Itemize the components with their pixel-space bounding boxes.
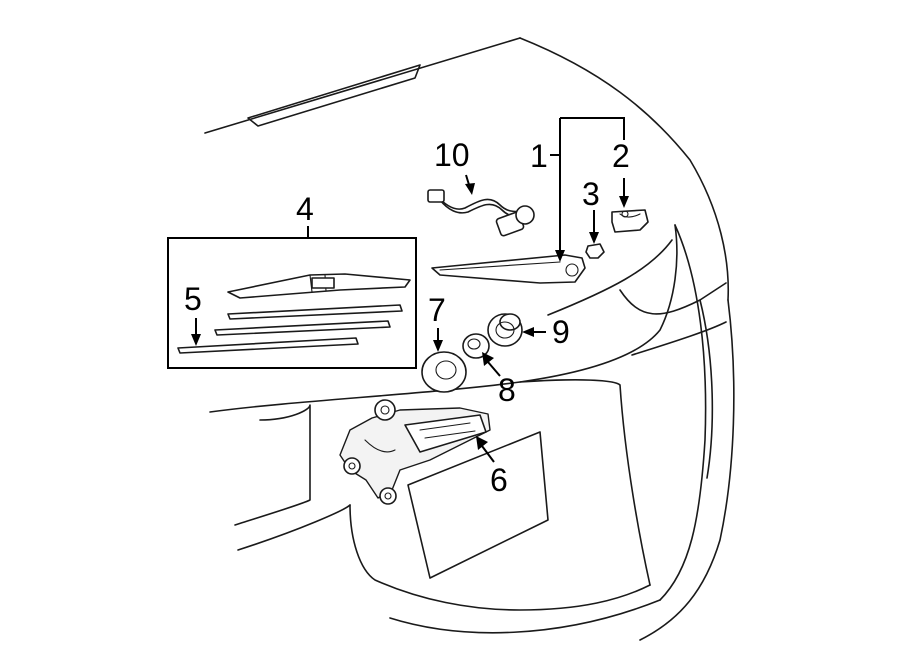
arrow-2 bbox=[619, 196, 629, 208]
blade-rubber-strip-1 bbox=[227, 304, 403, 320]
callout-4: 4 bbox=[296, 191, 314, 227]
callout-1: 1 bbox=[530, 138, 548, 174]
wiring-harness bbox=[427, 189, 535, 237]
arrow-6 bbox=[476, 436, 488, 450]
callout-7: 7 bbox=[428, 292, 446, 328]
callout-5: 5 bbox=[184, 281, 202, 317]
callout-labels: 1 2 3 4 5 6 7 8 9 10 bbox=[184, 137, 630, 498]
blade-clip bbox=[311, 277, 335, 289]
wiper-motor bbox=[339, 399, 491, 505]
arrow-7 bbox=[433, 340, 443, 352]
callout-9: 9 bbox=[552, 314, 570, 350]
leader-1-2-bracket bbox=[560, 117, 625, 140]
arrow-9 bbox=[522, 327, 534, 337]
blade-rubber-strip-2 bbox=[214, 320, 391, 336]
callout-10: 10 bbox=[434, 137, 470, 173]
callout-2: 2 bbox=[612, 138, 630, 174]
bushing bbox=[487, 313, 523, 347]
arm-nut bbox=[585, 243, 605, 259]
arrow-10 bbox=[465, 183, 475, 195]
blade-rubber-strip-3 bbox=[177, 337, 359, 354]
wiper-blade-inset bbox=[167, 237, 417, 369]
callout-3: 3 bbox=[582, 176, 600, 212]
grommet bbox=[421, 351, 467, 393]
wiper-arm bbox=[431, 254, 586, 284]
leader-6 bbox=[481, 445, 495, 463]
cap bbox=[462, 333, 490, 359]
callout-8: 8 bbox=[498, 372, 516, 408]
arrow-8 bbox=[482, 352, 494, 366]
leader-lines bbox=[191, 117, 629, 463]
arrow-1 bbox=[555, 250, 565, 262]
arm-cover bbox=[611, 209, 649, 233]
callout-6: 6 bbox=[490, 462, 508, 498]
leader-8 bbox=[487, 361, 501, 377]
arrow-3 bbox=[589, 232, 599, 244]
vehicle-body-outline bbox=[204, 37, 735, 641]
arrow-5 bbox=[191, 334, 201, 346]
